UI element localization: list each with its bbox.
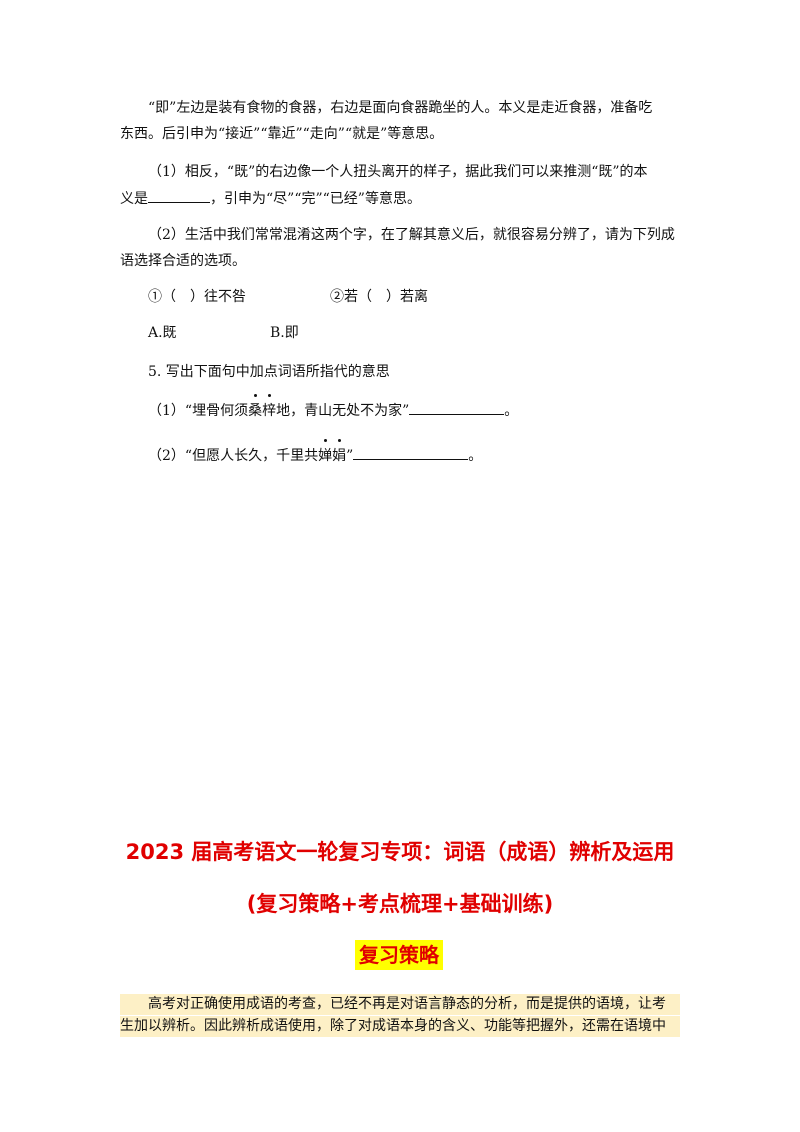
question5-title: 5. 写出下面句中加点词语所指代的意思 (148, 364, 390, 380)
q5-1-prefix: （1）“埋骨何须 (148, 403, 249, 419)
option-b: B.即 (270, 325, 299, 341)
question1-line1: （1）相反，“既”的右边像一个人扭头离开的样子，据此我们可以来推测“既”的本 (148, 164, 648, 180)
q5-1-end: 。 (504, 403, 519, 419)
answer-blank-2[interactable] (409, 400, 505, 415)
question1-suffix: ，引申为“尽”“完”“已经”等意思。 (210, 191, 421, 207)
emphasis-dot-char: 梓 (262, 394, 277, 419)
main-title-line2: (复习策略+考点梳理+基础训练) (246, 892, 554, 916)
q5-2-suffix: ” (346, 448, 354, 464)
answer-blank-1[interactable] (148, 188, 210, 203)
question5-item-1: （1）“埋骨何须桑梓地，青山无处不为家” 。 (148, 394, 519, 421)
answer-blank-3[interactable] (353, 445, 469, 460)
q5-2-end: 。 (468, 448, 483, 464)
question1-prefix: 义是 (120, 191, 148, 207)
q5-1-suffix: 地，青山无处不为家” (276, 403, 410, 419)
q5-1-dotted-word: 桑梓 (248, 394, 277, 419)
idiom-item-1: ①（ ）往不咎 (148, 289, 246, 305)
strategy-line1: 高考对正确使用成语的考查，已经不再是对语言静态的分析，而是提供的语境，让考 (120, 994, 680, 1015)
emphasis-dot-char: 婵 (318, 439, 333, 464)
section-heading-strategy: 复习策略 (355, 940, 443, 970)
question5-item-2: （2）“但愿人长久，千里共婵娟” 。 (148, 439, 483, 466)
question2-line2: 语选择合适的选项。 (120, 253, 246, 269)
q5-2-prefix: （2）“但愿人长久，千里共 (148, 448, 319, 464)
paragraph-ji-line2: 东西。后引申为“接近”“靠近”“走向”“就是”等意思。 (120, 126, 444, 142)
emphasis-dot-char: 娟 (332, 439, 347, 464)
paragraph-ji-line1: “即”左边是装有食物的食器，右边是面向食器跪坐的人。本义是走近食器，准备吃 (148, 100, 653, 116)
question2-line1: （2）生活中我们常常混淆这两个字，在了解其意义后，就很容易分辨了，请为下列成 (148, 227, 675, 243)
idiom-item-2: ②若（ ）若离 (330, 289, 428, 305)
emphasis-dot-char: 桑 (248, 394, 263, 419)
q5-2-dotted-word: 婵娟 (318, 439, 347, 464)
option-a: A.既 (148, 325, 177, 341)
strategy-line2: 生加以辨析。因此辨析成语使用，除了对成语本身的含义、功能等把握外，还需在语境中 (120, 1016, 680, 1037)
question1-line2: 义是 ，引申为“尽”“完”“已经”等意思。 (120, 188, 421, 209)
main-title-line1: 2023 届高考语文一轮复习专项：词语（成语）辨析及运用 (125, 840, 675, 864)
